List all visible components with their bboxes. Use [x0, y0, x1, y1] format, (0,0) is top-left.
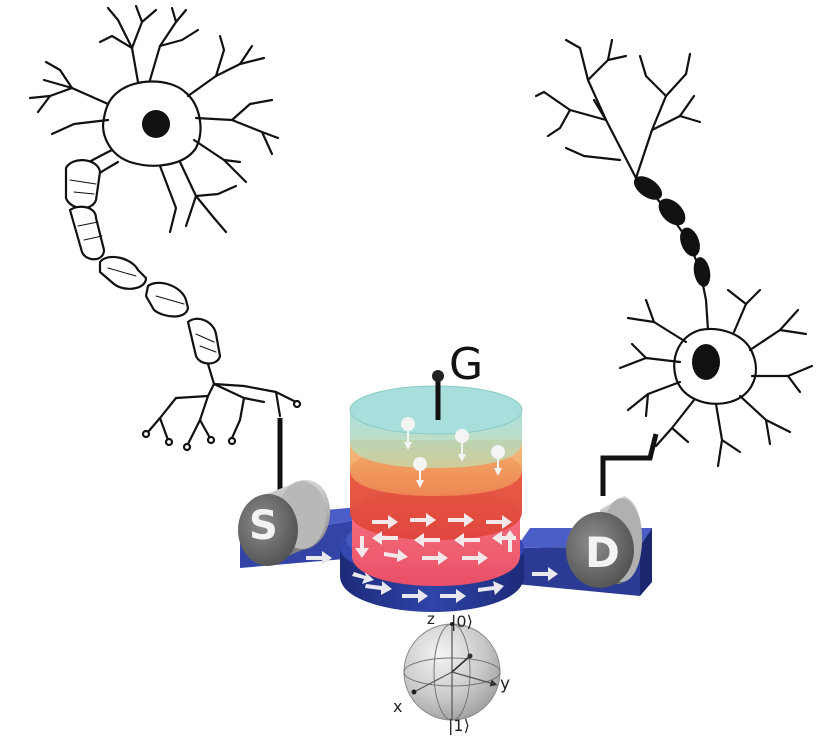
channel-spin-arrows: [306, 551, 558, 603]
free-layer-spin-arrows: [355, 513, 517, 565]
bloch-axis-y-label: y: [500, 674, 511, 694]
bloch-state-0-label: |0⟩: [451, 612, 473, 631]
bloch-state-1-label: |1⟩: [448, 716, 470, 735]
source-label: S: [249, 503, 278, 549]
drain-wire: [600, 433, 659, 496]
gate-electrode: [432, 370, 444, 420]
gate-label: G: [449, 339, 484, 390]
bloch-axis-x-label: x: [393, 697, 403, 716]
source-electrode: [238, 479, 330, 566]
bloch-sphere-icon: [403, 622, 501, 721]
bloch-axis-z-label: z: [427, 610, 435, 628]
drain-label: D: [585, 528, 620, 577]
gate-stack: [349, 385, 523, 586]
presynaptic-neuron-icon: [28, 4, 302, 452]
postsynaptic-neuron-icon: [534, 38, 814, 468]
spin-arrow-icon: [401, 417, 505, 488]
drain-electrode: [566, 496, 642, 588]
